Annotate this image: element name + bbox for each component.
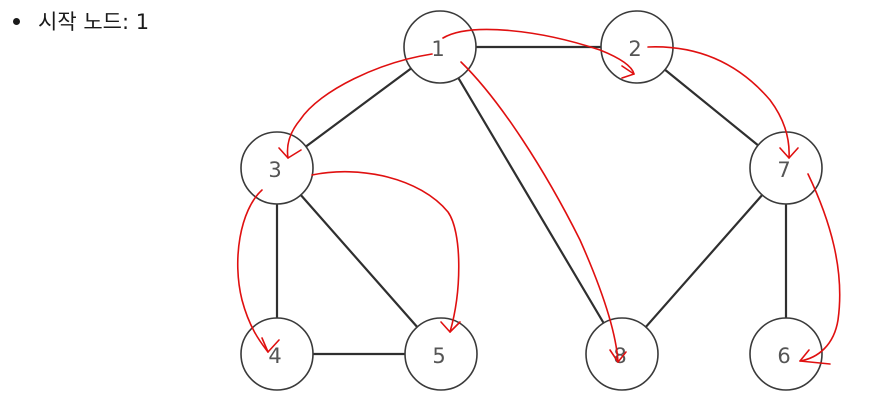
traversal-arrow-3-5 xyxy=(311,170,461,333)
arrow-path-1-8 xyxy=(460,61,619,363)
node-label-8: 8 xyxy=(613,344,626,368)
traversal-arrow-1-2 xyxy=(442,28,635,79)
arrow-path-1-3 xyxy=(286,53,433,159)
arrow-path-7-6 xyxy=(799,173,841,362)
node-1: 1 xyxy=(403,10,477,84)
edge-1-8 xyxy=(438,45,624,356)
node-7: 7 xyxy=(749,131,823,205)
node-3: 3 xyxy=(240,131,314,205)
traversal-arrow-3-4 xyxy=(237,189,280,353)
node-circle-1 xyxy=(403,10,477,84)
node-6: 6 xyxy=(749,317,823,391)
node-8: 8 xyxy=(585,317,659,391)
edge-3-5 xyxy=(275,166,443,356)
edges-layer xyxy=(275,45,788,356)
arrow-path-3-4 xyxy=(237,189,269,353)
arrow-path-1-2 xyxy=(442,28,635,75)
node-circle-6 xyxy=(749,317,823,391)
arrowhead-icon xyxy=(779,147,799,159)
traversal-arrow-7-6 xyxy=(799,173,841,365)
node-circle-3 xyxy=(240,131,314,205)
node-label-5: 5 xyxy=(432,344,445,368)
traversal-arrow-1-3 xyxy=(278,53,433,159)
node-5: 5 xyxy=(404,317,478,391)
node-4: 4 xyxy=(240,317,314,391)
traversal-arrow-2-7 xyxy=(647,46,799,159)
bullet-icon xyxy=(13,17,20,25)
edge-7-8 xyxy=(620,166,788,356)
arrowhead-icon xyxy=(261,337,280,353)
caption-text: 시작 노드: 1 xyxy=(38,10,150,34)
node-circle-5 xyxy=(404,317,478,391)
arrowhead-icon xyxy=(609,349,627,363)
node-label-1: 1 xyxy=(431,37,444,61)
arrowhead-icon xyxy=(799,349,831,365)
arrow-path-2-7 xyxy=(647,46,790,159)
arrow-path-3-5 xyxy=(311,170,460,333)
arrowhead-icon xyxy=(621,65,635,79)
node-label-3: 3 xyxy=(268,158,281,182)
arrowhead-icon xyxy=(440,321,461,333)
node-label-7: 7 xyxy=(777,158,790,182)
node-label-6: 6 xyxy=(777,344,790,368)
nodes-layer: 1 2 3 4 5 6 7 8 xyxy=(240,10,823,391)
node-label-4: 4 xyxy=(268,344,281,368)
node-label-2: 2 xyxy=(628,37,641,61)
node-circle-8 xyxy=(585,317,659,391)
start-node-caption: 시작 노드: 1 xyxy=(9,6,149,36)
traversal-arrows-layer xyxy=(237,28,841,365)
traversal-arrow-1-8 xyxy=(460,61,627,363)
arrowhead-icon xyxy=(278,147,302,159)
node-circle-4 xyxy=(240,317,314,391)
